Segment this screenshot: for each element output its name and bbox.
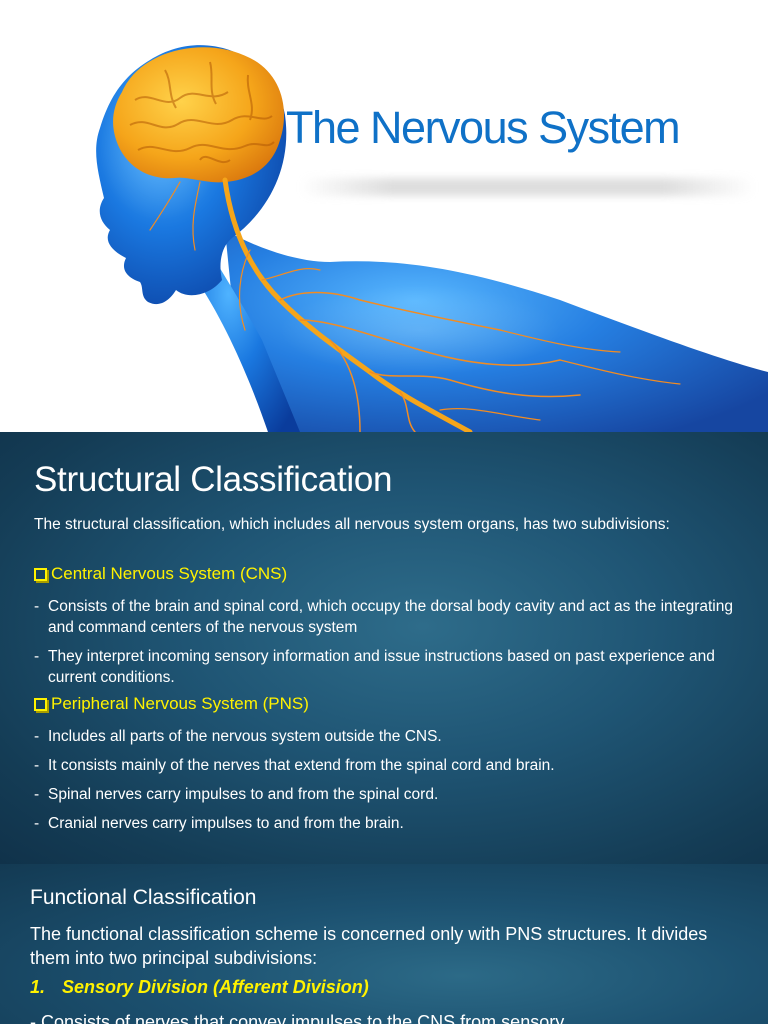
cns-heading: Central Nervous System (CNS)	[34, 564, 287, 584]
slide-heading: Functional Classification	[30, 886, 257, 909]
bullet-text: Includes all parts of the nervous system…	[48, 728, 442, 745]
cns-bullet-list: - Consists of the brain and spinal cord,…	[34, 596, 754, 696]
pns-heading: Peripheral Nervous System (PNS)	[34, 694, 309, 714]
list-item: - Includes all parts of the nervous syst…	[34, 726, 754, 747]
bullet-marker: -	[34, 815, 40, 832]
bullet-marker: -	[34, 786, 40, 803]
slide-heading: Structural Classification	[34, 460, 393, 499]
functional-classification-slide: Functional Classification The functional…	[0, 864, 768, 1024]
pns-heading-label: Peripheral Nervous System (PNS)	[51, 694, 309, 713]
pns-bullet-list: - Includes all parts of the nervous syst…	[34, 726, 754, 842]
item-label: Sensory Division (Afferent Division)	[62, 977, 369, 997]
bullet-marker: -	[34, 728, 40, 745]
list-item: - Cranial nerves carry impulses to and f…	[34, 813, 754, 834]
body-text: The functional classification scheme is …	[30, 924, 708, 968]
item-number: 1.	[30, 977, 46, 997]
bullet-marker: -	[34, 648, 40, 665]
checkbox-icon	[34, 697, 47, 711]
brain-shape	[113, 47, 285, 183]
bullet-text: Spinal nerves carry impulses to and from…	[48, 786, 439, 803]
numbered-item: 1. Sensory Division (Afferent Division)	[30, 977, 369, 998]
nervous-system-illustration	[96, 45, 768, 432]
checkbox-icon	[34, 567, 47, 581]
cns-heading-label: Central Nervous System (CNS)	[51, 564, 288, 583]
list-item: - Consists of the brain and spinal cord,…	[34, 596, 754, 638]
bullet-marker: -	[34, 757, 40, 774]
list-item: - Spinal nerves carry impulses to and fr…	[34, 784, 754, 805]
slide-title: The Nervous System	[286, 102, 681, 153]
intro-text: The structural classification, which inc…	[34, 516, 670, 533]
bullet-text: It consists mainly of the nerves that ex…	[48, 757, 555, 774]
title-slide: The Nervous System	[0, 0, 768, 432]
bullet-text: They interpret incoming sensory informat…	[48, 648, 715, 686]
bullet-marker: -	[34, 598, 40, 615]
bullet-text: Consists of the brain and spinal cord, w…	[48, 598, 733, 636]
bullet-text: Cranial nerves carry impulses to and fro…	[48, 815, 404, 832]
list-item: - They interpret incoming sensory inform…	[34, 646, 754, 688]
structural-classification-slide: Structural Classification The structural…	[0, 432, 768, 864]
partial-bullet-text: - Consists of nerves that convey impulse…	[30, 1012, 565, 1024]
list-item: - It consists mainly of the nerves that …	[34, 755, 754, 776]
title-reflection	[300, 178, 755, 196]
